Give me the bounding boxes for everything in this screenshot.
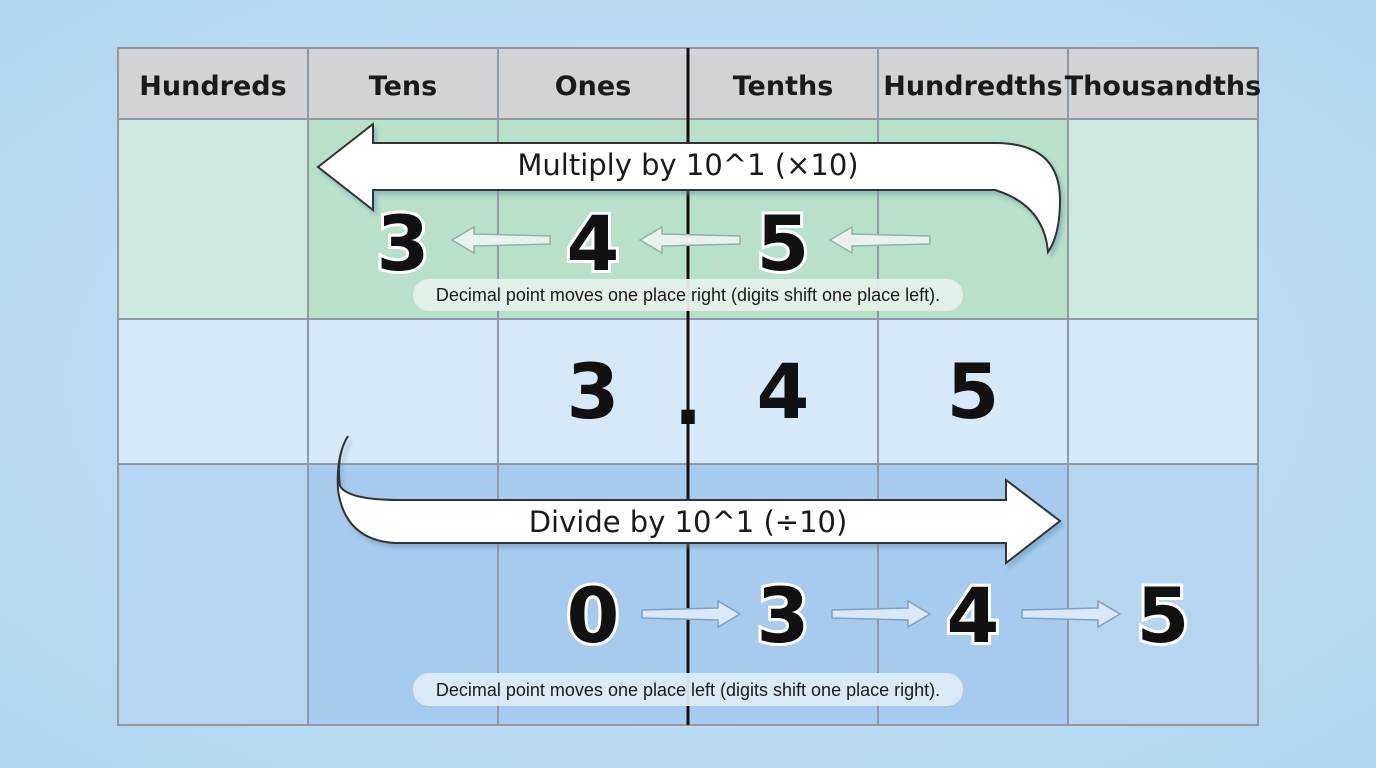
column-headers: Hundreds Tens Ones Tenths Hundredths Tho… xyxy=(139,71,1261,102)
header-ones: Ones xyxy=(555,71,632,102)
divide-arrow xyxy=(336,435,1062,566)
original-digit-tenths: 4 xyxy=(757,347,810,436)
multiply-arrow xyxy=(316,121,1062,255)
divide-note: Decimal point moves one place left (digi… xyxy=(436,680,940,700)
header-hundreds: Hundreds xyxy=(139,71,286,102)
multiply-note-pill xyxy=(413,279,963,311)
header-tenths: Tenths xyxy=(733,71,834,102)
shift-right-arrow-1 xyxy=(641,599,742,629)
multiply-note: Decimal point moves one place right (dig… xyxy=(436,285,940,305)
header-thousandths: Thousandths xyxy=(1065,71,1261,102)
multiply-arrow-label: Multiply by 10^1 (×10) xyxy=(517,148,858,182)
divide-shift-arrows xyxy=(641,599,1122,629)
shift-right-arrow-3 xyxy=(1021,599,1122,629)
divide-digit-thousandths: 5 xyxy=(1137,571,1190,660)
divide-digit-tenths: 3 xyxy=(757,571,810,660)
divide-digit-hundredths: 4 xyxy=(947,571,1000,660)
divide-digit-ones: 0 xyxy=(567,571,620,660)
header-tens: Tens xyxy=(369,71,437,102)
original-digit-ones: 3 xyxy=(567,347,620,436)
divide-note-pill xyxy=(413,673,963,706)
multiply-shift-arrows xyxy=(450,225,931,255)
original-digit-hundredths: 5 xyxy=(947,347,1000,436)
divide-arrow-label: Divide by 10^1 (÷10) xyxy=(529,505,848,539)
shift-right-arrow-2 xyxy=(831,599,932,629)
shift-left-arrow-1 xyxy=(450,225,551,255)
shift-left-arrow-3 xyxy=(828,225,931,255)
multiply-digit-ones: 4 xyxy=(567,199,620,288)
header-hundredths: Hundredths xyxy=(883,71,1063,102)
multiply-digit-tenths: 5 xyxy=(757,199,810,288)
original-decimal-point: . xyxy=(674,353,703,442)
multiply-digit-tens: 3 xyxy=(377,199,430,288)
shift-left-arrow-2 xyxy=(638,225,741,255)
